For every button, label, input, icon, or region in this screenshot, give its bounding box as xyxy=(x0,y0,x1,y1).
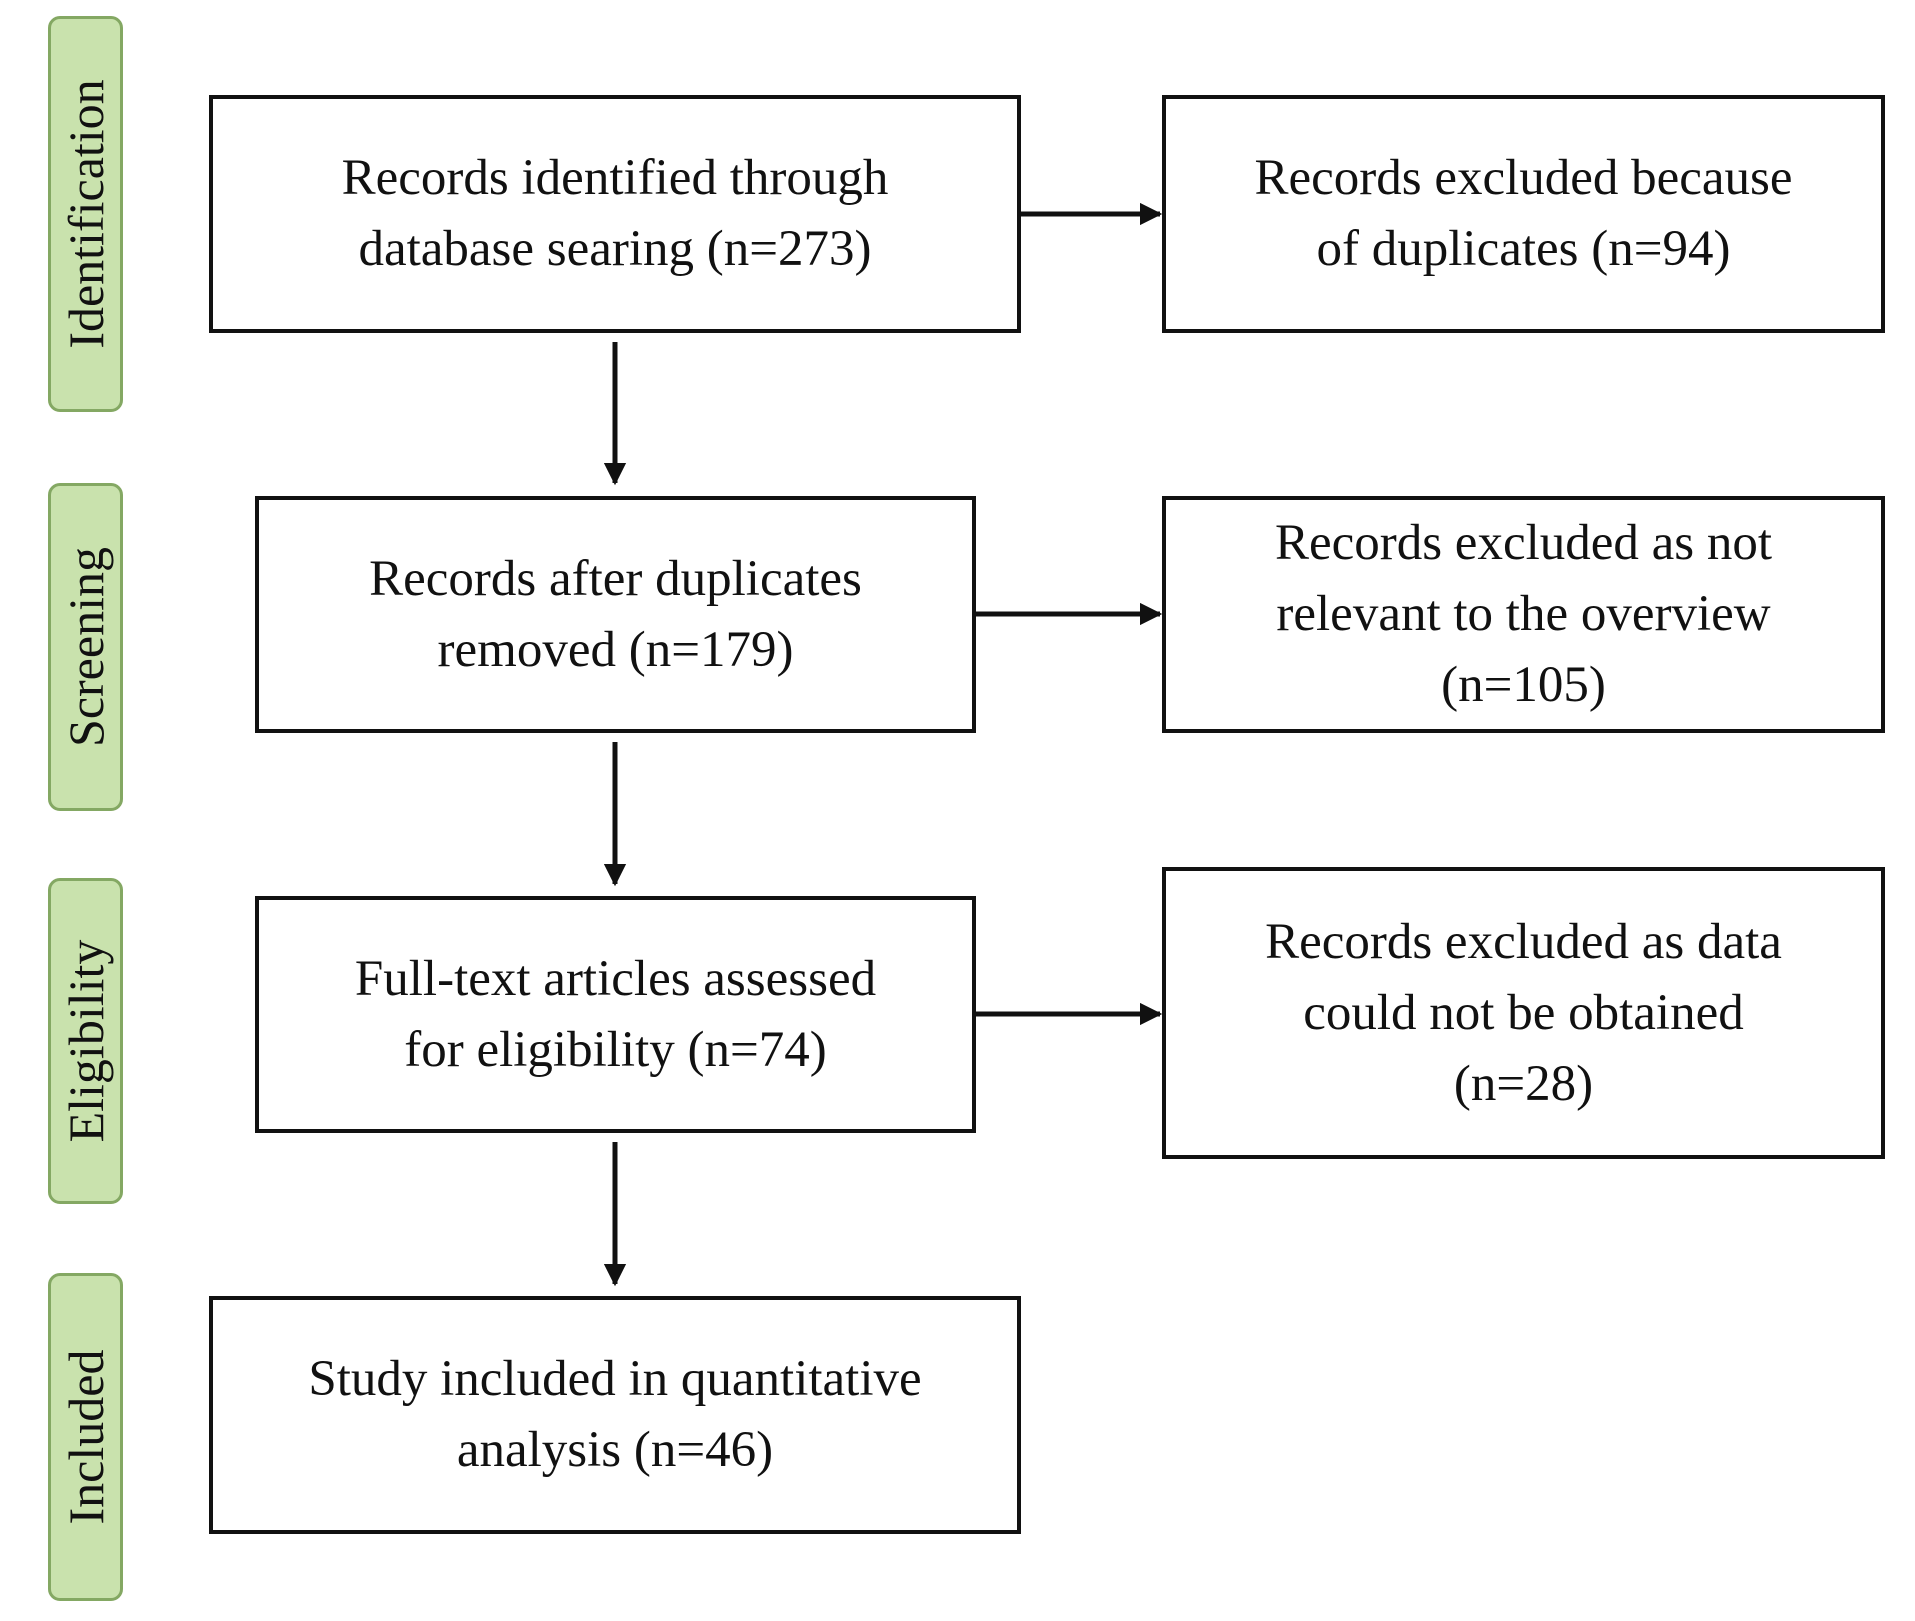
full-text-assessed-box: Full-text articles assessed for eligibil… xyxy=(255,896,976,1133)
study-included-line-2: analysis (n=46) xyxy=(456,1422,774,1478)
records-identified-box: Records identified through database sear… xyxy=(209,95,1021,333)
excluded-not-relevant-line-3: (n=105) xyxy=(1441,657,1606,713)
records-after-duplicates-box: Records after duplicates removed (n=179) xyxy=(255,496,976,733)
study-included-box: Study included in quantitative analysis … xyxy=(209,1296,1021,1534)
stage-tab-eligibility: Eligibility xyxy=(48,878,123,1204)
excluded-no-data-line-2: could not be obtained xyxy=(1303,984,1744,1041)
full-text-assessed-line-2: for eligibility (n=74) xyxy=(404,1021,827,1078)
study-included-line-1: Study included in quantitative xyxy=(308,1351,922,1407)
full-text-assessed-line-1: Full-text articles assessed xyxy=(354,950,877,1007)
stage-tab-included: Included xyxy=(48,1273,123,1601)
excluded-not-relevant-box: Records excluded as not relevant to the … xyxy=(1162,496,1885,733)
records-identified-line-2: database searing (n=273) xyxy=(358,221,872,277)
stage-tab-screening: Screening xyxy=(48,483,123,811)
excluded-no-data-box: Records excluded as data could not be ob… xyxy=(1162,867,1885,1159)
excluded-duplicates-box: Records excluded because of duplicates (… xyxy=(1162,95,1885,333)
excluded-no-data-line-1: Records excluded as data xyxy=(1265,913,1782,970)
stage-tab-identification: Identification xyxy=(48,16,123,412)
records-after-duplicates-line-2: removed (n=179) xyxy=(437,621,794,678)
excluded-duplicates-line-2: of duplicates (n=94) xyxy=(1316,221,1731,277)
excluded-not-relevant-line-2: relevant to the overview xyxy=(1276,586,1771,642)
records-identified-line-1: Records identified through xyxy=(341,150,889,206)
excluded-not-relevant-line-1: Records excluded as not xyxy=(1274,515,1773,571)
excluded-no-data-line-3: (n=28) xyxy=(1453,1055,1594,1112)
records-after-duplicates-line-1: Records after duplicates xyxy=(369,550,862,607)
excluded-duplicates-line-1: Records excluded because xyxy=(1254,150,1793,206)
